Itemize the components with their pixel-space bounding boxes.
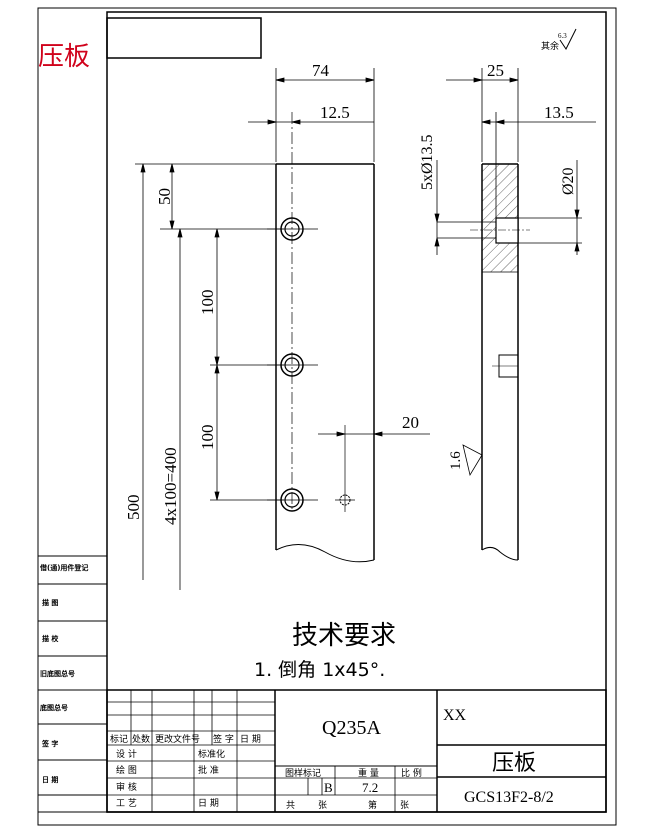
label-process: 工 艺 <box>116 798 137 809</box>
label-page-sheet: 张 <box>400 800 409 811</box>
inner-frame <box>106 11 607 813</box>
label-weight: 重 量 <box>358 767 379 779</box>
drawing-name: 压板 <box>492 751 536 776</box>
part-name-label: 压板 <box>38 42 91 72</box>
label-sheets: 张 <box>318 800 327 811</box>
label-page: 第 <box>368 799 377 811</box>
roughness-symbol-icon <box>559 28 577 50</box>
stamp-sign: 签 字 <box>41 739 58 748</box>
outer-frame <box>37 7 617 826</box>
label-check: 审 核 <box>116 781 137 793</box>
rev-header-sign: 签 字 <box>213 733 234 745</box>
dim-500: 500 <box>124 495 143 521</box>
stamp-trace-check: 描 校 <box>42 634 59 643</box>
dim-counterbore: Ø20 <box>560 167 577 195</box>
dim-4x100: 4x100=400 <box>161 447 180 525</box>
dim-74: 74 <box>312 61 330 80</box>
left-stamp-column <box>37 555 108 813</box>
dim-25: 25 <box>487 61 504 80</box>
front-dimensions <box>135 68 430 590</box>
label-design: 设 计 <box>116 748 137 760</box>
rev-header-mark: 标记 <box>110 733 128 745</box>
dim-13-5: 13.5 <box>544 103 574 122</box>
roughness-1-6: 1.6 <box>448 451 464 470</box>
roughness-note: 其余 <box>541 40 559 52</box>
company-name: XX <box>443 707 467 724</box>
label-scale: 比 例 <box>401 767 422 779</box>
label-date: 日 期 <box>198 798 219 809</box>
dim-100-b: 100 <box>198 425 217 451</box>
dim-20: 20 <box>402 413 419 432</box>
top-left-box <box>106 17 262 59</box>
roughness-value: 6.3 <box>558 32 567 40</box>
rev-header-doc: 更改文件号 <box>155 733 200 745</box>
dim-100-a: 100 <box>198 290 217 316</box>
side-dimensions <box>434 68 596 477</box>
rev-header-date: 日 期 <box>240 734 261 745</box>
stamp-date: 日 期 <box>42 775 58 784</box>
label-approve: 批 准 <box>198 764 219 776</box>
label-standardization: 标准化 <box>198 748 225 760</box>
front-view <box>267 112 375 563</box>
weight-value: 7.2 <box>362 780 378 795</box>
dim-hole-spec: 5xØ13.5 <box>419 134 436 190</box>
rev-header-count: 处数 <box>132 733 150 745</box>
stamp-borrowed: 借(通)用件登记 <box>39 563 88 572</box>
requirements-heading: 技术要求 <box>292 621 396 651</box>
label-draw: 绘 图 <box>116 764 137 776</box>
material-value: Q235A <box>322 717 381 739</box>
title-block <box>106 689 607 813</box>
drawing-number: GCS13F2-8/2 <box>464 789 554 806</box>
dim-50: 50 <box>155 188 174 205</box>
stamp-trace: 描 图 <box>42 598 58 607</box>
stamp-old-base: 旧底图总号 <box>40 669 75 678</box>
dim-12-5: 12.5 <box>320 103 350 122</box>
label-total: 共 <box>286 800 295 811</box>
stage-value: B <box>324 780 333 795</box>
stamp-base: 底图总号 <box>40 703 68 712</box>
requirement-item-1: 1. 倒角 1x45°. <box>254 659 385 681</box>
side-view <box>470 163 530 561</box>
label-stage: 图样标记 <box>285 767 321 779</box>
